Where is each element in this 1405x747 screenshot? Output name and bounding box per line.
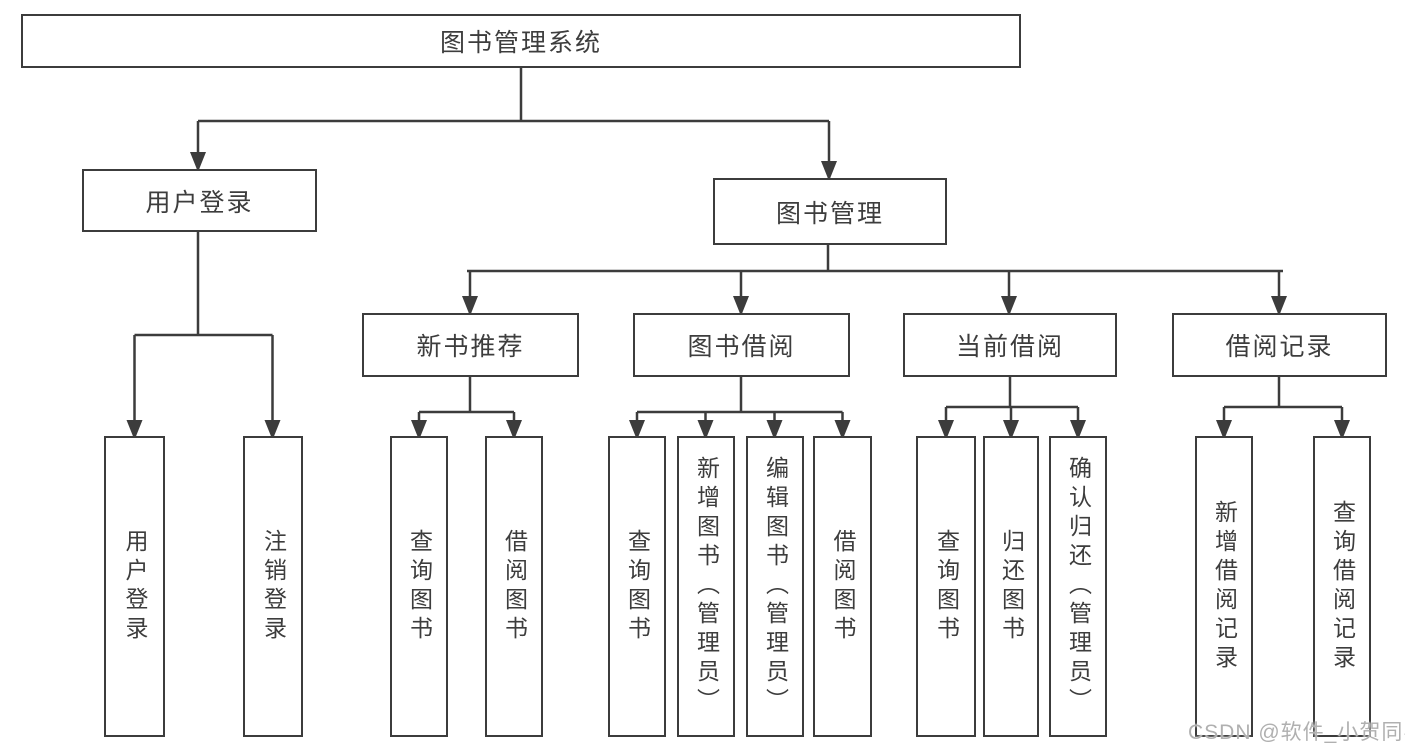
node-current-confirm: 确认归还（管理员）: [1049, 436, 1107, 737]
node-newbook-query: 查询图书: [390, 436, 448, 737]
node-book-borrow: 图书借阅: [633, 313, 850, 377]
node-current-borrow: 当前借阅: [903, 313, 1117, 377]
node-newbook-borrow: 借阅图书: [485, 436, 543, 737]
node-root: 图书管理系统: [21, 14, 1021, 68]
node-new-book-recommend: 新书推荐: [362, 313, 579, 377]
node-borrow-query: 查询图书: [608, 436, 666, 737]
node-borrow-add: 新增图书（管理员）: [677, 436, 735, 737]
node-logout: 注销登录: [243, 436, 303, 737]
node-borrow-borrow: 借阅图书: [813, 436, 872, 737]
connector-strokes: [133, 68, 1344, 436]
node-current-query: 查询图书: [916, 436, 976, 737]
watermark: CSDN @软件_小贺同学: [1188, 721, 1405, 744]
node-book-management: 图书管理: [713, 178, 947, 245]
node-borrow-record: 借阅记录: [1172, 313, 1387, 377]
node-current-return: 归还图书: [983, 436, 1039, 737]
node-record-query: 查询借阅记录: [1313, 436, 1371, 737]
node-login: 用户登录: [104, 436, 165, 737]
connector-path: [133, 68, 1344, 436]
node-user-login: 用户登录: [82, 169, 317, 232]
node-borrow-edit: 编辑图书（管理员）: [746, 436, 804, 737]
node-record-add: 新增借阅记录: [1195, 436, 1253, 737]
